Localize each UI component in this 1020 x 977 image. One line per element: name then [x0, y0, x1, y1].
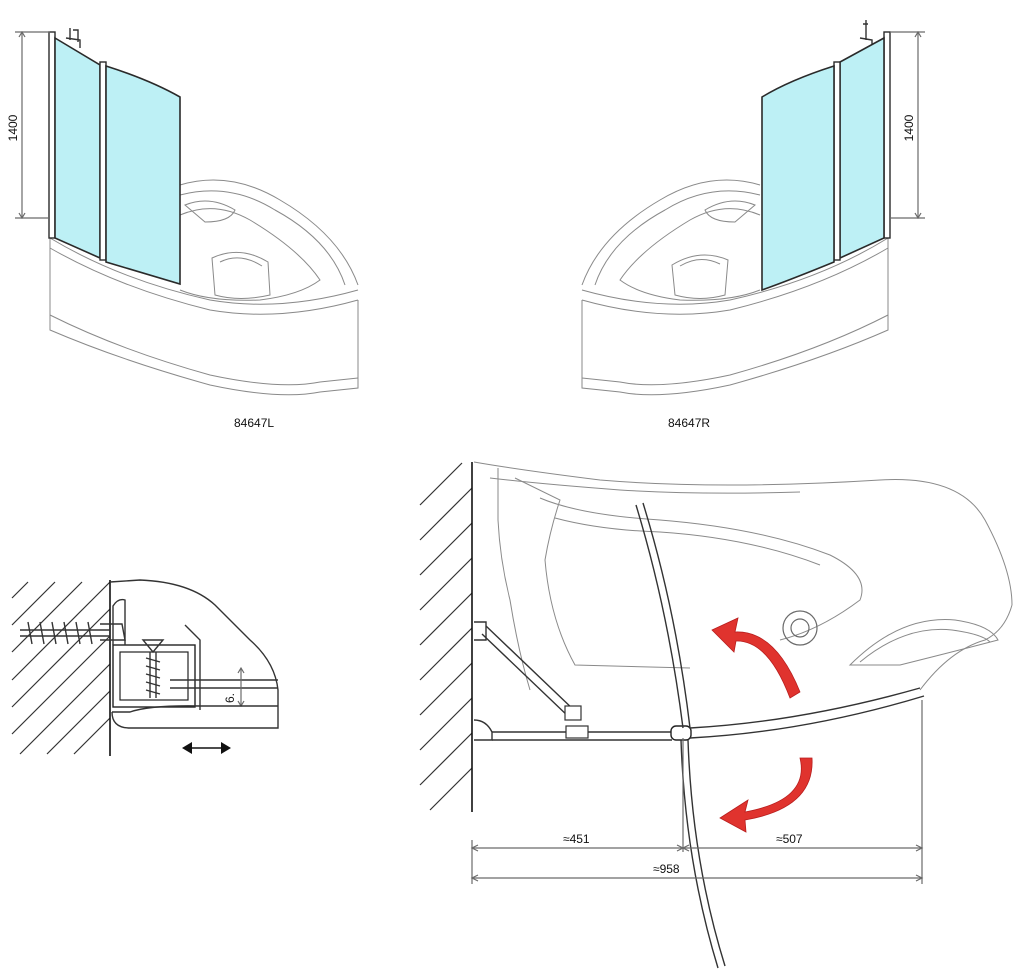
wall-hatching	[11, 581, 111, 755]
shower-screen-left	[15, 28, 181, 286]
rotation-arrow-down	[719, 757, 813, 833]
gap-label: 6.	[223, 693, 237, 703]
dimension-total: ≈958	[653, 862, 680, 876]
shower-screen-right	[761, 20, 925, 292]
plan-view	[419, 461, 1013, 969]
height-label-left: 1400	[6, 114, 20, 141]
bathtub-left-view	[49, 179, 359, 396]
rotation-arrow-up	[711, 617, 801, 699]
bathtub-right-view	[581, 179, 889, 396]
profile-detail	[11, 579, 279, 756]
dimension-left: ≈451	[563, 832, 590, 846]
model-code-left: 84647L	[234, 416, 274, 430]
plan-wall-hatching	[419, 462, 473, 811]
dimension-right: ≈507	[776, 832, 803, 846]
height-label-right: 1400	[902, 114, 916, 141]
model-code-right: 84647R	[668, 416, 710, 430]
plan-dimensions	[470, 700, 924, 884]
